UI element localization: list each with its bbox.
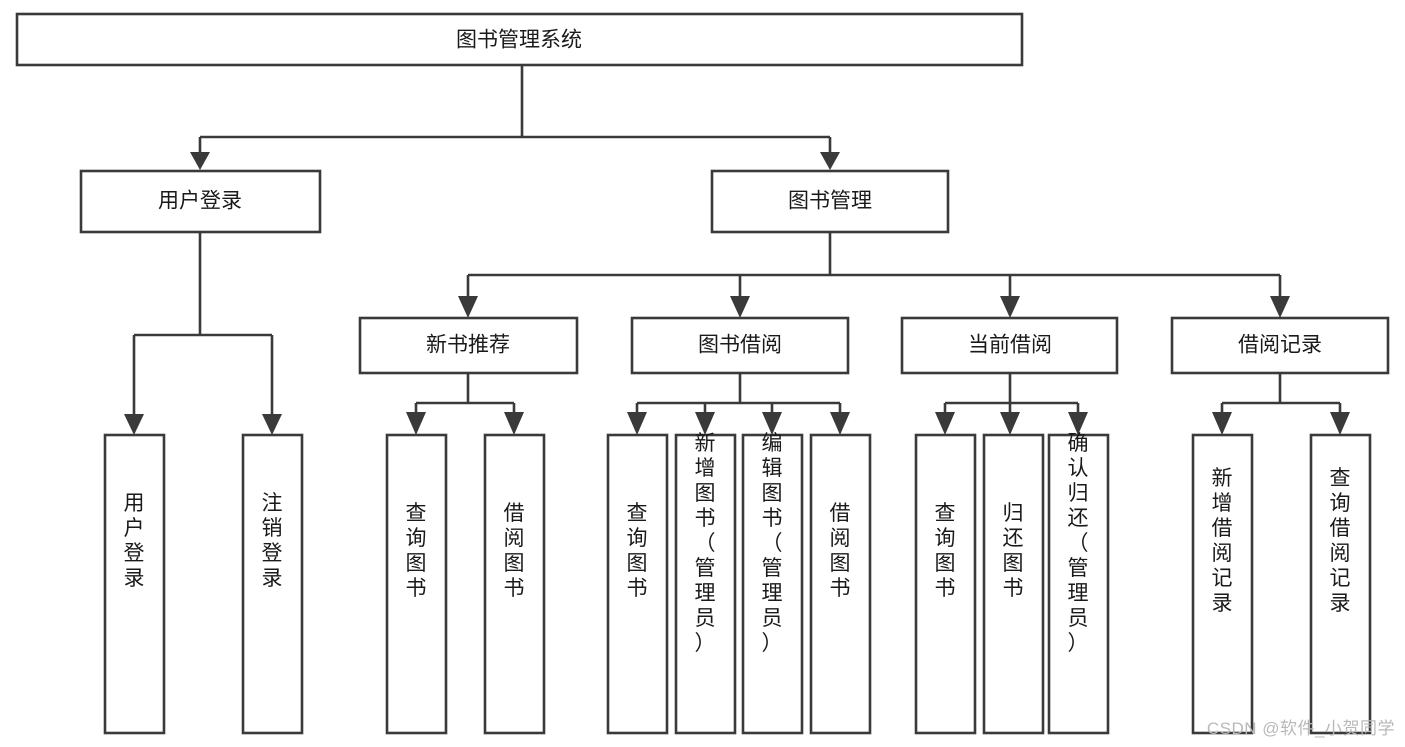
connector-group-borrow-record xyxy=(1212,373,1350,435)
node-root-system[interactable]: 图书管理系统 xyxy=(15,12,1024,67)
leaf-node-book-borrow-1[interactable]: 查询图书 xyxy=(606,433,669,735)
arrow-borrow-record-leaf-2 xyxy=(1330,412,1350,435)
arrow-book-mgmt-to-borrow xyxy=(730,296,750,318)
leaf-node-current-borrow-3-box[interactable] xyxy=(1047,433,1110,735)
leaf-node-borrow-record-2-label: 查询借阅记录 xyxy=(1330,467,1351,615)
node-book-borrow-box[interactable] xyxy=(630,316,850,375)
node-current-borrow-label: 当前借阅 xyxy=(968,334,1052,357)
leaf-node-new-book-2-box[interactable] xyxy=(483,433,546,735)
connector-group-current-borrow xyxy=(935,373,1088,435)
arrow-current-borrow-leaf-1 xyxy=(935,412,955,435)
leaf-node-new-book-1-box[interactable] xyxy=(385,433,448,735)
leaf-node-borrow-record-1[interactable]: 新增借阅记录 xyxy=(1191,433,1254,735)
leaf-node-user-login-1[interactable]: 用户登录 xyxy=(103,433,166,735)
arrow-book-borrow-leaf-1 xyxy=(627,412,647,435)
arrow-book-mgmt-to-current xyxy=(1000,296,1020,318)
leaf-node-new-book-2[interactable]: 借阅图书 xyxy=(483,433,546,735)
arrow-book-borrow-leaf-3 xyxy=(762,412,782,435)
arrow-root-to-user-login xyxy=(190,152,210,170)
leaf-node-book-borrow-4[interactable]: 借阅图书 xyxy=(809,433,872,735)
node-root-system-label: 图书管理系统 xyxy=(456,29,582,52)
connector-group-new-book-recommend xyxy=(406,373,524,435)
leaf-node-current-borrow-1-box[interactable] xyxy=(914,433,977,735)
node-new-book-recommend-label: 新书推荐 xyxy=(426,334,510,357)
leaf-node-book-borrow-3[interactable]: 编辑图书（管理员） xyxy=(741,432,804,735)
node-borrow-record-label: 借阅记录 xyxy=(1238,334,1322,357)
node-user-login-label: 用户登录 xyxy=(158,190,242,213)
arrow-book-borrow-leaf-2 xyxy=(695,412,715,435)
arrow-user-login-leaf-1 xyxy=(124,414,144,435)
leaf-node-book-borrow-2[interactable]: 新增图书（管理员） xyxy=(674,432,737,735)
arrow-current-borrow-leaf-2 xyxy=(1000,412,1020,435)
watermark-label: CSDN @软件_小贺同学 xyxy=(1206,719,1395,738)
node-new-book-recommend[interactable]: 新书推荐 xyxy=(358,316,579,375)
node-book-management[interactable]: 图书管理 xyxy=(710,169,950,234)
connector-group-book-mgmt xyxy=(458,232,1290,318)
node-user-login-box[interactable] xyxy=(79,169,322,234)
node-root-system-box[interactable] xyxy=(15,12,1024,67)
leaf-node-current-borrow-1[interactable]: 查询图书 xyxy=(914,433,977,735)
leaf-node-book-borrow-3-box[interactable] xyxy=(741,433,804,735)
node-current-borrow-box[interactable] xyxy=(900,316,1119,375)
leaf-node-book-borrow-1-box[interactable] xyxy=(606,433,669,735)
arrow-borrow-record-leaf-1 xyxy=(1212,412,1232,435)
arrow-root-to-book-mgmt xyxy=(820,152,840,170)
leaf-node-current-borrow-2-box[interactable] xyxy=(982,433,1045,735)
node-book-borrow-label: 图书借阅 xyxy=(698,334,782,357)
leaf-node-user-login-2[interactable]: 注销登录 xyxy=(241,433,304,735)
leaf-node-book-borrow-3-label: 编辑图书（管理员） xyxy=(762,432,783,655)
arrow-new-book-leaf-1 xyxy=(406,412,426,435)
node-new-book-recommend-box[interactable] xyxy=(358,316,579,375)
leaf-node-current-borrow-2-label: 归还图书 xyxy=(1003,502,1024,600)
leaf-node-user-login-2-box[interactable] xyxy=(241,433,304,735)
arrow-new-book-leaf-2 xyxy=(504,412,524,435)
leaf-node-borrow-record-2-box[interactable] xyxy=(1309,433,1372,735)
leaf-node-book-borrow-4-box[interactable] xyxy=(809,433,872,735)
leaf-node-book-borrow-1-label: 查询图书 xyxy=(627,502,648,600)
leaf-node-current-borrow-3[interactable]: 确认归还（管理员） xyxy=(1047,432,1110,735)
leaf-node-new-book-1-label: 查询图书 xyxy=(406,502,427,600)
node-book-management-box[interactable] xyxy=(710,169,950,234)
node-borrow-record-box[interactable] xyxy=(1170,316,1390,375)
arrow-book-mgmt-to-new-book xyxy=(458,296,478,318)
leaf-node-new-book-2-label: 借阅图书 xyxy=(504,502,525,600)
node-book-management-label: 图书管理 xyxy=(788,190,872,213)
arrow-book-borrow-leaf-4 xyxy=(830,412,850,435)
node-book-borrow[interactable]: 图书借阅 xyxy=(630,316,850,375)
leaf-node-borrow-record-1-label: 新增借阅记录 xyxy=(1212,467,1233,615)
leaf-node-current-borrow-2[interactable]: 归还图书 xyxy=(982,433,1045,735)
leaf-node-book-borrow-2-box[interactable] xyxy=(674,433,737,735)
arrow-current-borrow-leaf-3 xyxy=(1068,412,1088,435)
leaf-node-book-borrow-4-label: 借阅图书 xyxy=(830,502,851,600)
leaf-node-book-borrow-2-label: 新增图书（管理员） xyxy=(695,432,716,655)
connector-group-root xyxy=(190,65,840,170)
arrow-user-login-leaf-2 xyxy=(262,414,282,435)
leaf-node-new-book-1[interactable]: 查询图书 xyxy=(385,433,448,735)
connector-group-user-login xyxy=(124,232,282,435)
leaf-node-current-borrow-1-label: 查询图书 xyxy=(935,502,956,600)
node-current-borrow[interactable]: 当前借阅 xyxy=(900,316,1119,375)
connector-group-book-borrow xyxy=(627,373,850,435)
node-borrow-record[interactable]: 借阅记录 xyxy=(1170,316,1390,375)
leaf-node-user-login-1-label: 用户登录 xyxy=(124,492,145,590)
leaf-node-user-login-2-label: 注销登录 xyxy=(262,492,283,590)
leaf-node-borrow-record-2[interactable]: 查询借阅记录 xyxy=(1309,433,1372,735)
leaf-node-current-borrow-3-label: 确认归还（管理员） xyxy=(1068,432,1089,655)
leaf-node-user-login-1-box[interactable] xyxy=(103,433,166,735)
leaf-node-borrow-record-1-box[interactable] xyxy=(1191,433,1254,735)
node-user-login[interactable]: 用户登录 xyxy=(79,169,322,234)
arrow-book-mgmt-to-record xyxy=(1270,296,1290,318)
